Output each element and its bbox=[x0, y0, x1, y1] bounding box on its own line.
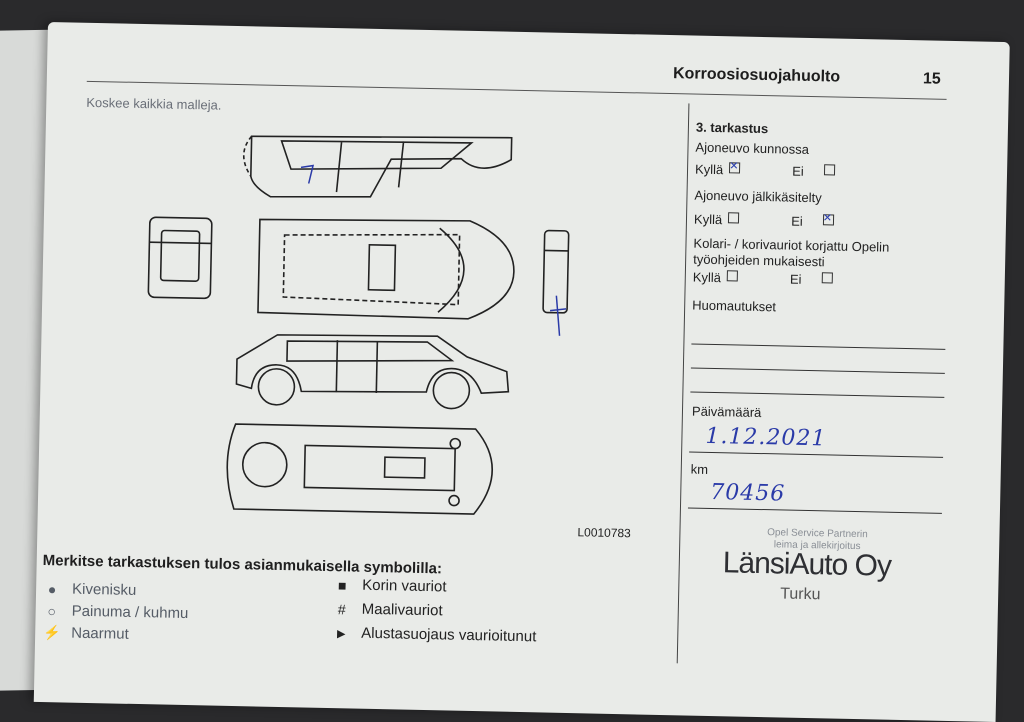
intro-text: Koskee kaikkia malleja. bbox=[86, 94, 222, 113]
check-row-q1: Kyllä Ei bbox=[695, 162, 835, 180]
triangle-right-icon: ► bbox=[334, 624, 349, 641]
car-rear-view bbox=[542, 229, 570, 314]
notes-line-2[interactable] bbox=[690, 367, 945, 374]
stamp-city: Turku bbox=[780, 585, 821, 604]
page-number: 15 bbox=[922, 70, 941, 88]
q2-yes-checkbox[interactable] bbox=[728, 212, 740, 224]
inspection-title: 3. tarkastus bbox=[695, 119, 769, 137]
circle-icon: ○ bbox=[47, 602, 57, 619]
km-label: km bbox=[690, 461, 709, 477]
car-underbody-view bbox=[226, 423, 493, 515]
question-aftertreated: Ajoneuvo jälkikäsitelty bbox=[694, 187, 822, 206]
manual-page: Korroosiosuojahuolto 15 Koskee kaikkia m… bbox=[33, 22, 1010, 722]
q3-yes-checkbox[interactable] bbox=[726, 270, 739, 282]
check-row-q2: Kyllä Ei bbox=[694, 212, 834, 230]
check-row-q3: Kyllä Ei bbox=[693, 270, 833, 288]
car-top-side-view bbox=[242, 135, 513, 198]
filled-square-icon: ■ bbox=[337, 576, 347, 593]
car-side-view bbox=[235, 334, 510, 410]
date-line[interactable] bbox=[689, 451, 944, 458]
car-front-view bbox=[147, 216, 213, 300]
lightning-icon: ⚡ bbox=[43, 624, 61, 641]
legend-item-chip: ● Kivenisku bbox=[44, 580, 137, 599]
q3-no-checkbox[interactable] bbox=[821, 272, 833, 284]
km-value: 70456 bbox=[710, 479, 786, 507]
legend-item-scratch: ⚡ Naarmut bbox=[43, 624, 129, 643]
legend-title: Merkitse tarkastuksen tulos asianmukaise… bbox=[42, 552, 443, 578]
q1-yes-checkbox[interactable] bbox=[729, 162, 741, 174]
legend-item-body-damage: ■ Korin vauriot bbox=[334, 576, 447, 596]
date-label: Päivämäärä bbox=[691, 403, 762, 421]
notes-line-1[interactable] bbox=[691, 343, 946, 350]
notes-line-3[interactable] bbox=[690, 391, 945, 398]
question-repairs-line2: työohjeiden mukaisesti bbox=[693, 251, 825, 270]
hash-icon: # bbox=[337, 600, 346, 617]
notes-label: Huomautukset bbox=[692, 297, 777, 315]
car-plan-view bbox=[257, 218, 515, 320]
q1-no-checkbox[interactable] bbox=[823, 164, 835, 176]
column-divider bbox=[676, 103, 690, 664]
stamp-company: LänsiAuto Oy bbox=[722, 546, 892, 583]
km-line[interactable] bbox=[687, 507, 942, 514]
legend-item-paint-damage: # Maalivauriot bbox=[334, 600, 443, 620]
filled-dot-icon: ● bbox=[47, 580, 57, 597]
question-vehicle-ok: Ajoneuvo kunnossa bbox=[695, 139, 810, 157]
car-body-diagram bbox=[147, 135, 570, 515]
legend-item-underbody-damage: ► Alustasuojaus vaurioitunut bbox=[334, 624, 537, 646]
date-value: 1.12.2021 bbox=[705, 423, 827, 452]
page-title: Korroosiosuojahuolto bbox=[672, 65, 841, 86]
legend-item-dent: ○ Painuma / kuhmu bbox=[43, 602, 188, 622]
figure-code: L0010783 bbox=[577, 525, 631, 541]
q2-no-checkbox[interactable] bbox=[822, 214, 834, 226]
